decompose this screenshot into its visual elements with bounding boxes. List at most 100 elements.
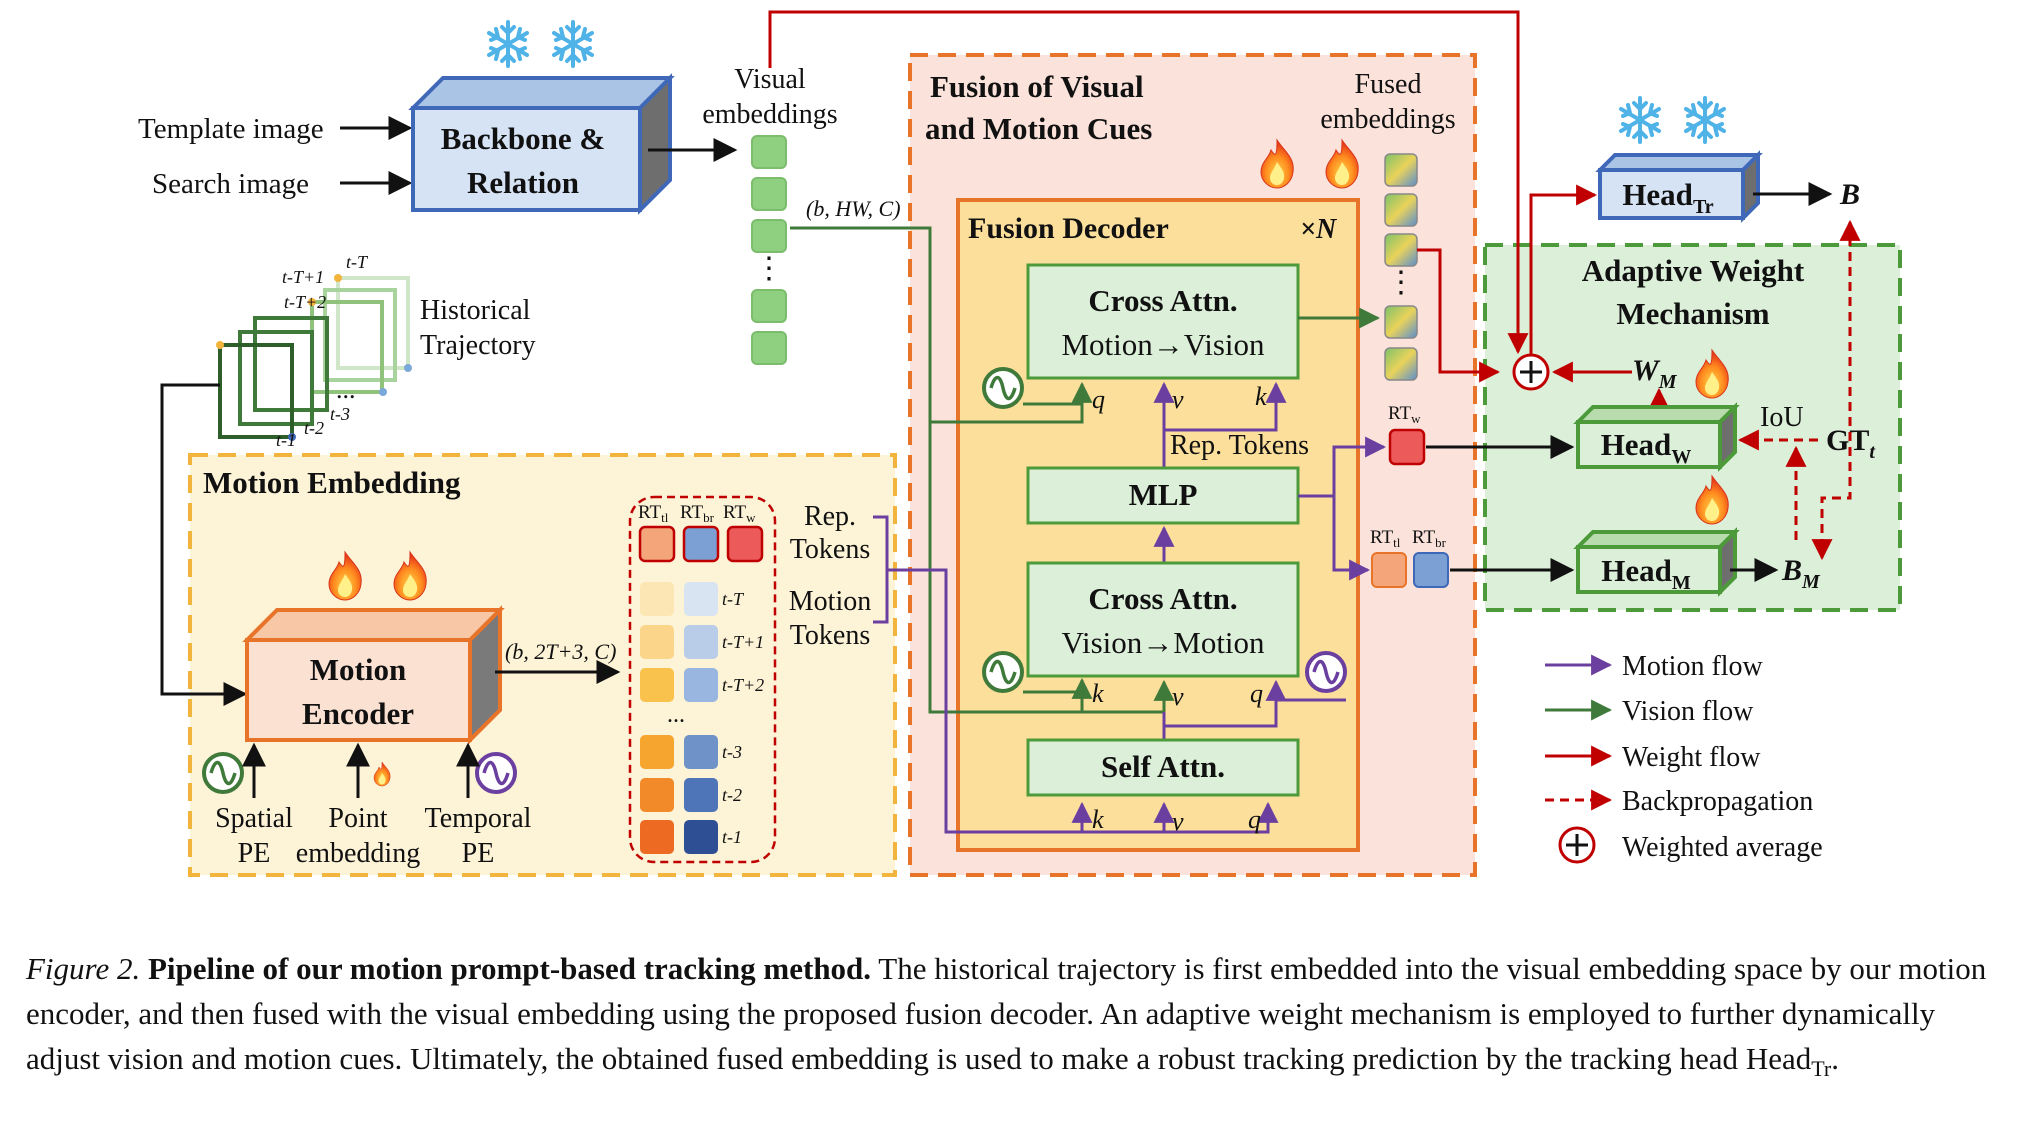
motion-embedding-title: Motion Embedding	[203, 465, 461, 500]
w-m-label: WM	[1632, 354, 1678, 393]
cross-attn-2-title: Cross Attn.	[1088, 581, 1237, 616]
historical-trajectory-label-2: Trajectory	[420, 330, 536, 361]
fused-token-dots: ⋮	[1386, 266, 1416, 299]
head-tr-frozen-icon-1	[1614, 94, 1666, 146]
template-image-label: Template image	[138, 113, 324, 145]
head-w-box[interactable]: HeadW	[1573, 402, 1740, 472]
trajectory-to-encoder-arrow	[160, 383, 248, 706]
cross-attn-motion-vision-box	[1026, 263, 1300, 380]
cross-attn-1-subtitle: Motion→Vision	[1061, 327, 1265, 362]
cross-attn-2-pe-icon-vision	[982, 651, 1024, 693]
self-attn-box	[1026, 738, 1300, 797]
trajectory-label-t-2: t-2	[304, 418, 324, 438]
cross-attn-2-subtitle: Vision→Motion	[1061, 625, 1265, 660]
cross-attn-1-q: q	[1092, 385, 1105, 414]
legend-weighted-average-label: Weighted average	[1622, 832, 1823, 863]
weight-flow-top	[768, 10, 1529, 355]
backbone-box: Backbone & Relation	[408, 73, 675, 215]
weighted-average-to-head-tr	[1529, 184, 1598, 356]
cross-attn-2-pe-icon-motion	[1305, 651, 1347, 693]
legend-motion-flow-label: Motion flow	[1622, 651, 1764, 682]
rep-tokens-label-2: Tokens	[790, 534, 870, 565]
rep-token-w	[726, 525, 764, 563]
point-embedding-label-1: Point	[328, 803, 387, 834]
fused-token	[1384, 233, 1418, 267]
output-b: B	[1839, 178, 1860, 211]
legend-vision-flow-label: Vision flow	[1622, 696, 1754, 727]
trajectory-label-t-1: t-1	[276, 430, 296, 450]
self-attn-v: v	[1172, 807, 1184, 836]
adaptive-title-1: Adaptive Weight	[1582, 253, 1805, 288]
fused-token	[1384, 193, 1418, 227]
fused-embedding-tokens	[1384, 153, 1418, 381]
motion-encoder-box: Motion Encoder	[242, 605, 505, 745]
fusion-decoder-title: Fusion Decoder	[968, 212, 1169, 245]
point-embedding-label-2: embedding	[296, 838, 420, 869]
rep-token-tl	[638, 525, 676, 563]
weighted-average-node	[1512, 353, 1550, 391]
rt-w-label: RTw	[1388, 403, 1421, 426]
mlp-label: MLP	[1129, 477, 1198, 512]
trajectory-label-t-T+1: t-T+1	[282, 267, 324, 287]
motion-encoder-label-1: Motion	[310, 652, 406, 687]
motion-token-dots: ...	[667, 702, 685, 728]
token-time-t-2: t-2	[722, 785, 742, 805]
cross-attn-1-pe-icon	[982, 367, 1024, 409]
token-time-t-T: t-T	[722, 589, 745, 609]
rt-w-token	[1388, 428, 1426, 466]
mlp-to-rtw	[1298, 436, 1387, 498]
visual-token	[751, 135, 787, 169]
motion-encoder-label-2: Encoder	[302, 696, 414, 731]
token-time-t-1: t-1	[722, 827, 742, 847]
temporal-pe-label-2: PE	[462, 838, 495, 869]
rt-br-token	[1413, 552, 1449, 588]
visual-token-dots: ⋮	[754, 252, 784, 285]
motion-token-rows	[640, 582, 718, 854]
fusion-title-2: and Motion Cues	[925, 111, 1152, 146]
trajectory-ellipsis: ...	[336, 375, 356, 404]
visual-embeddings-label-1: Visual	[734, 64, 806, 95]
rt-tl-token	[1371, 552, 1407, 588]
backprop-lines	[1737, 219, 1861, 561]
b-m-label: BM	[1781, 554, 1821, 593]
backbone-label-2: Relation	[467, 165, 579, 200]
cross-attn-2-v: v	[1172, 682, 1184, 711]
trajectory-label-t-T+2: t-T+2	[284, 292, 326, 312]
cross-attn-vision-motion-box	[1026, 561, 1300, 678]
adaptive-title-2: Mechanism	[1616, 296, 1769, 331]
head-tr-box[interactable]: HeadTr	[1595, 150, 1763, 223]
backbone-label-1: Backbone &	[441, 121, 606, 156]
fused-token	[1384, 347, 1418, 381]
rt-tl-label: RTtl	[1370, 527, 1401, 550]
rep-tokens-decoder-label: Rep. Tokens	[1170, 430, 1309, 461]
motion-tokens-label-1: Motion	[789, 586, 871, 617]
fused-to-weighted-average	[1417, 248, 1501, 383]
mlp-box	[1026, 466, 1300, 525]
motion-flow-q	[1164, 801, 1279, 834]
caption-title: Pipeline of our motion prompt-based trac…	[147, 951, 872, 986]
visual-token	[751, 331, 787, 365]
trajectory-label-t-T: t-T	[346, 252, 369, 272]
backbone-frozen-icon-2	[547, 18, 599, 70]
rep-token-br	[682, 525, 720, 563]
head-tr-label: HeadTr	[1622, 177, 1713, 218]
fused-token	[1384, 153, 1418, 187]
visual-token	[751, 177, 787, 211]
rt-label-tl: RTtl	[638, 502, 669, 525]
caption-label: Figure 2.	[26, 951, 141, 986]
cross-attn-2-k: k	[1092, 679, 1104, 708]
spatial-pe-label-2: PE	[238, 838, 271, 869]
self-attn-to-q	[1164, 700, 1278, 728]
rep-tokens-label-1: Rep.	[804, 501, 856, 532]
head-m-box[interactable]: HeadM	[1573, 527, 1740, 597]
cross-attn-2-q: q	[1250, 679, 1263, 708]
visual-token	[751, 289, 787, 323]
fusion-title-1: Fusion of Visual	[930, 69, 1144, 104]
visual-embedding-tokens	[751, 135, 787, 365]
motion-flow-main	[887, 568, 1093, 834]
self-attn-k: k	[1092, 805, 1104, 834]
fused-embeddings-label-1: Fused	[1355, 69, 1422, 100]
token-time-t-3: t-3	[722, 742, 742, 762]
self-attn-q: q	[1248, 805, 1261, 834]
legend-weighted-average-icon	[1558, 826, 1596, 864]
